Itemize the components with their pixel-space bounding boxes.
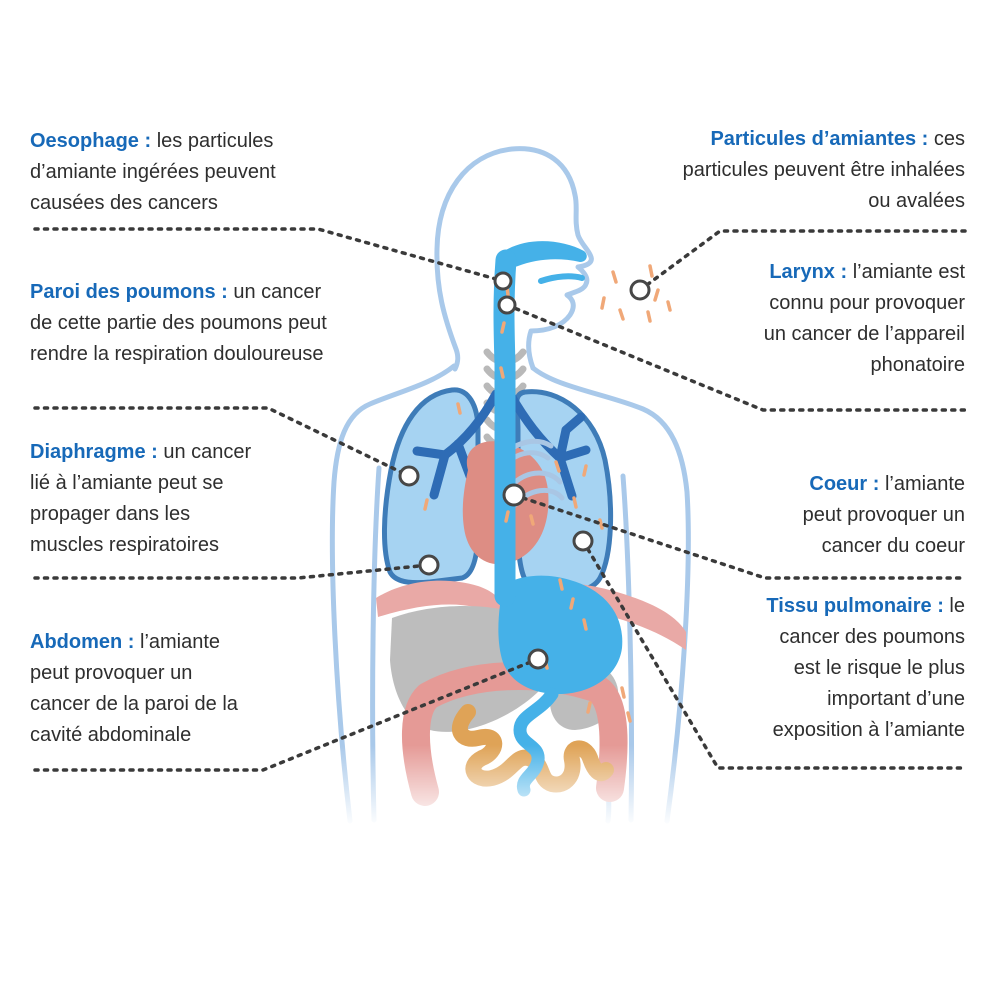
label-oesophage-text: les particules d’amiante ingérées peuven… <box>30 130 276 214</box>
label-larynx-term: Larynx : <box>769 261 848 283</box>
head-outline <box>434 146 594 372</box>
label-larynx-text: l’amiante est connu pour provoquer un ca… <box>763 261 965 376</box>
leader-oesophage <box>33 227 505 283</box>
colon <box>401 662 628 806</box>
anchor-abdomen <box>527 648 549 670</box>
anchor-diaphragme <box>418 554 440 576</box>
label-paroi-des-poumons: Paroi des poumons : un cancer de cette p… <box>30 277 410 370</box>
asbestos-particles <box>423 264 672 723</box>
shoulder-arm-left <box>329 363 457 824</box>
fade-cut <box>0 825 1000 885</box>
label-coeur: Coeur : l’amiante peut provoquer un canc… <box>705 469 965 562</box>
label-abdomen-text: l’amiante peut provoquer un cancer de la… <box>30 631 238 746</box>
anchor-coeur <box>502 483 526 507</box>
label-tissu-text: le cancer des poumons est le risque le p… <box>772 595 965 741</box>
label-particules-amiantes: Particules d’amiantes : ces particules p… <box>605 124 965 217</box>
label-tissu-term: Tissu pulmonaire : <box>766 595 944 617</box>
label-diaphragme-term: Diaphragme : <box>30 441 158 463</box>
fade-overlay <box>290 745 720 827</box>
anchor-tissu <box>572 530 594 552</box>
label-paroi-text: un cancer de cette partie des poumons pe… <box>30 281 327 365</box>
label-abdomen: Abdomen : l’amiante peut provoquer un ca… <box>30 627 330 751</box>
label-tissu-pulmonaire: Tissu pulmonaire : le cancer des poumons… <box>685 591 965 746</box>
anchor-dots <box>398 271 651 670</box>
leader-tissu <box>581 539 967 770</box>
anchor-oesophage <box>493 271 513 291</box>
lung-left <box>381 387 481 586</box>
leader-abdomen <box>33 657 540 772</box>
shoulder-arm-right <box>530 365 691 824</box>
leader-lines <box>33 227 967 772</box>
leader-larynx <box>505 303 967 412</box>
anchor-particules <box>629 279 651 301</box>
label-particules-term: Particules d’amiantes : <box>710 128 929 150</box>
leader-paroi <box>33 406 411 478</box>
anchor-larynx <box>497 295 517 315</box>
label-paroi-term: Paroi des poumons : <box>30 281 228 303</box>
label-particules-text: ces particules peuvent être inhalées ou … <box>682 128 965 212</box>
label-oesophage: Oesophage : les particules d’amiante ing… <box>30 126 360 219</box>
mouth-line <box>538 273 585 284</box>
label-oesophage-term: Oesophage : <box>30 130 152 152</box>
label-coeur-text: l’amiante peut provoquer un cancer du co… <box>802 473 965 557</box>
leader-coeur <box>512 493 967 580</box>
anchor-paroi <box>398 465 420 487</box>
label-abdomen-term: Abdomen : <box>30 631 135 653</box>
nasal-cavity <box>504 241 587 267</box>
label-coeur-term: Coeur : <box>809 473 880 495</box>
label-larynx: Larynx : l’amiante est connu pour provoq… <box>665 257 965 381</box>
label-diaphragme: Diaphragme : un cancer lié à l’amiante p… <box>30 437 330 561</box>
leader-diaphragme <box>33 563 431 580</box>
label-diaphragme-text: un cancer lié à l’amiante peut se propag… <box>30 441 252 556</box>
